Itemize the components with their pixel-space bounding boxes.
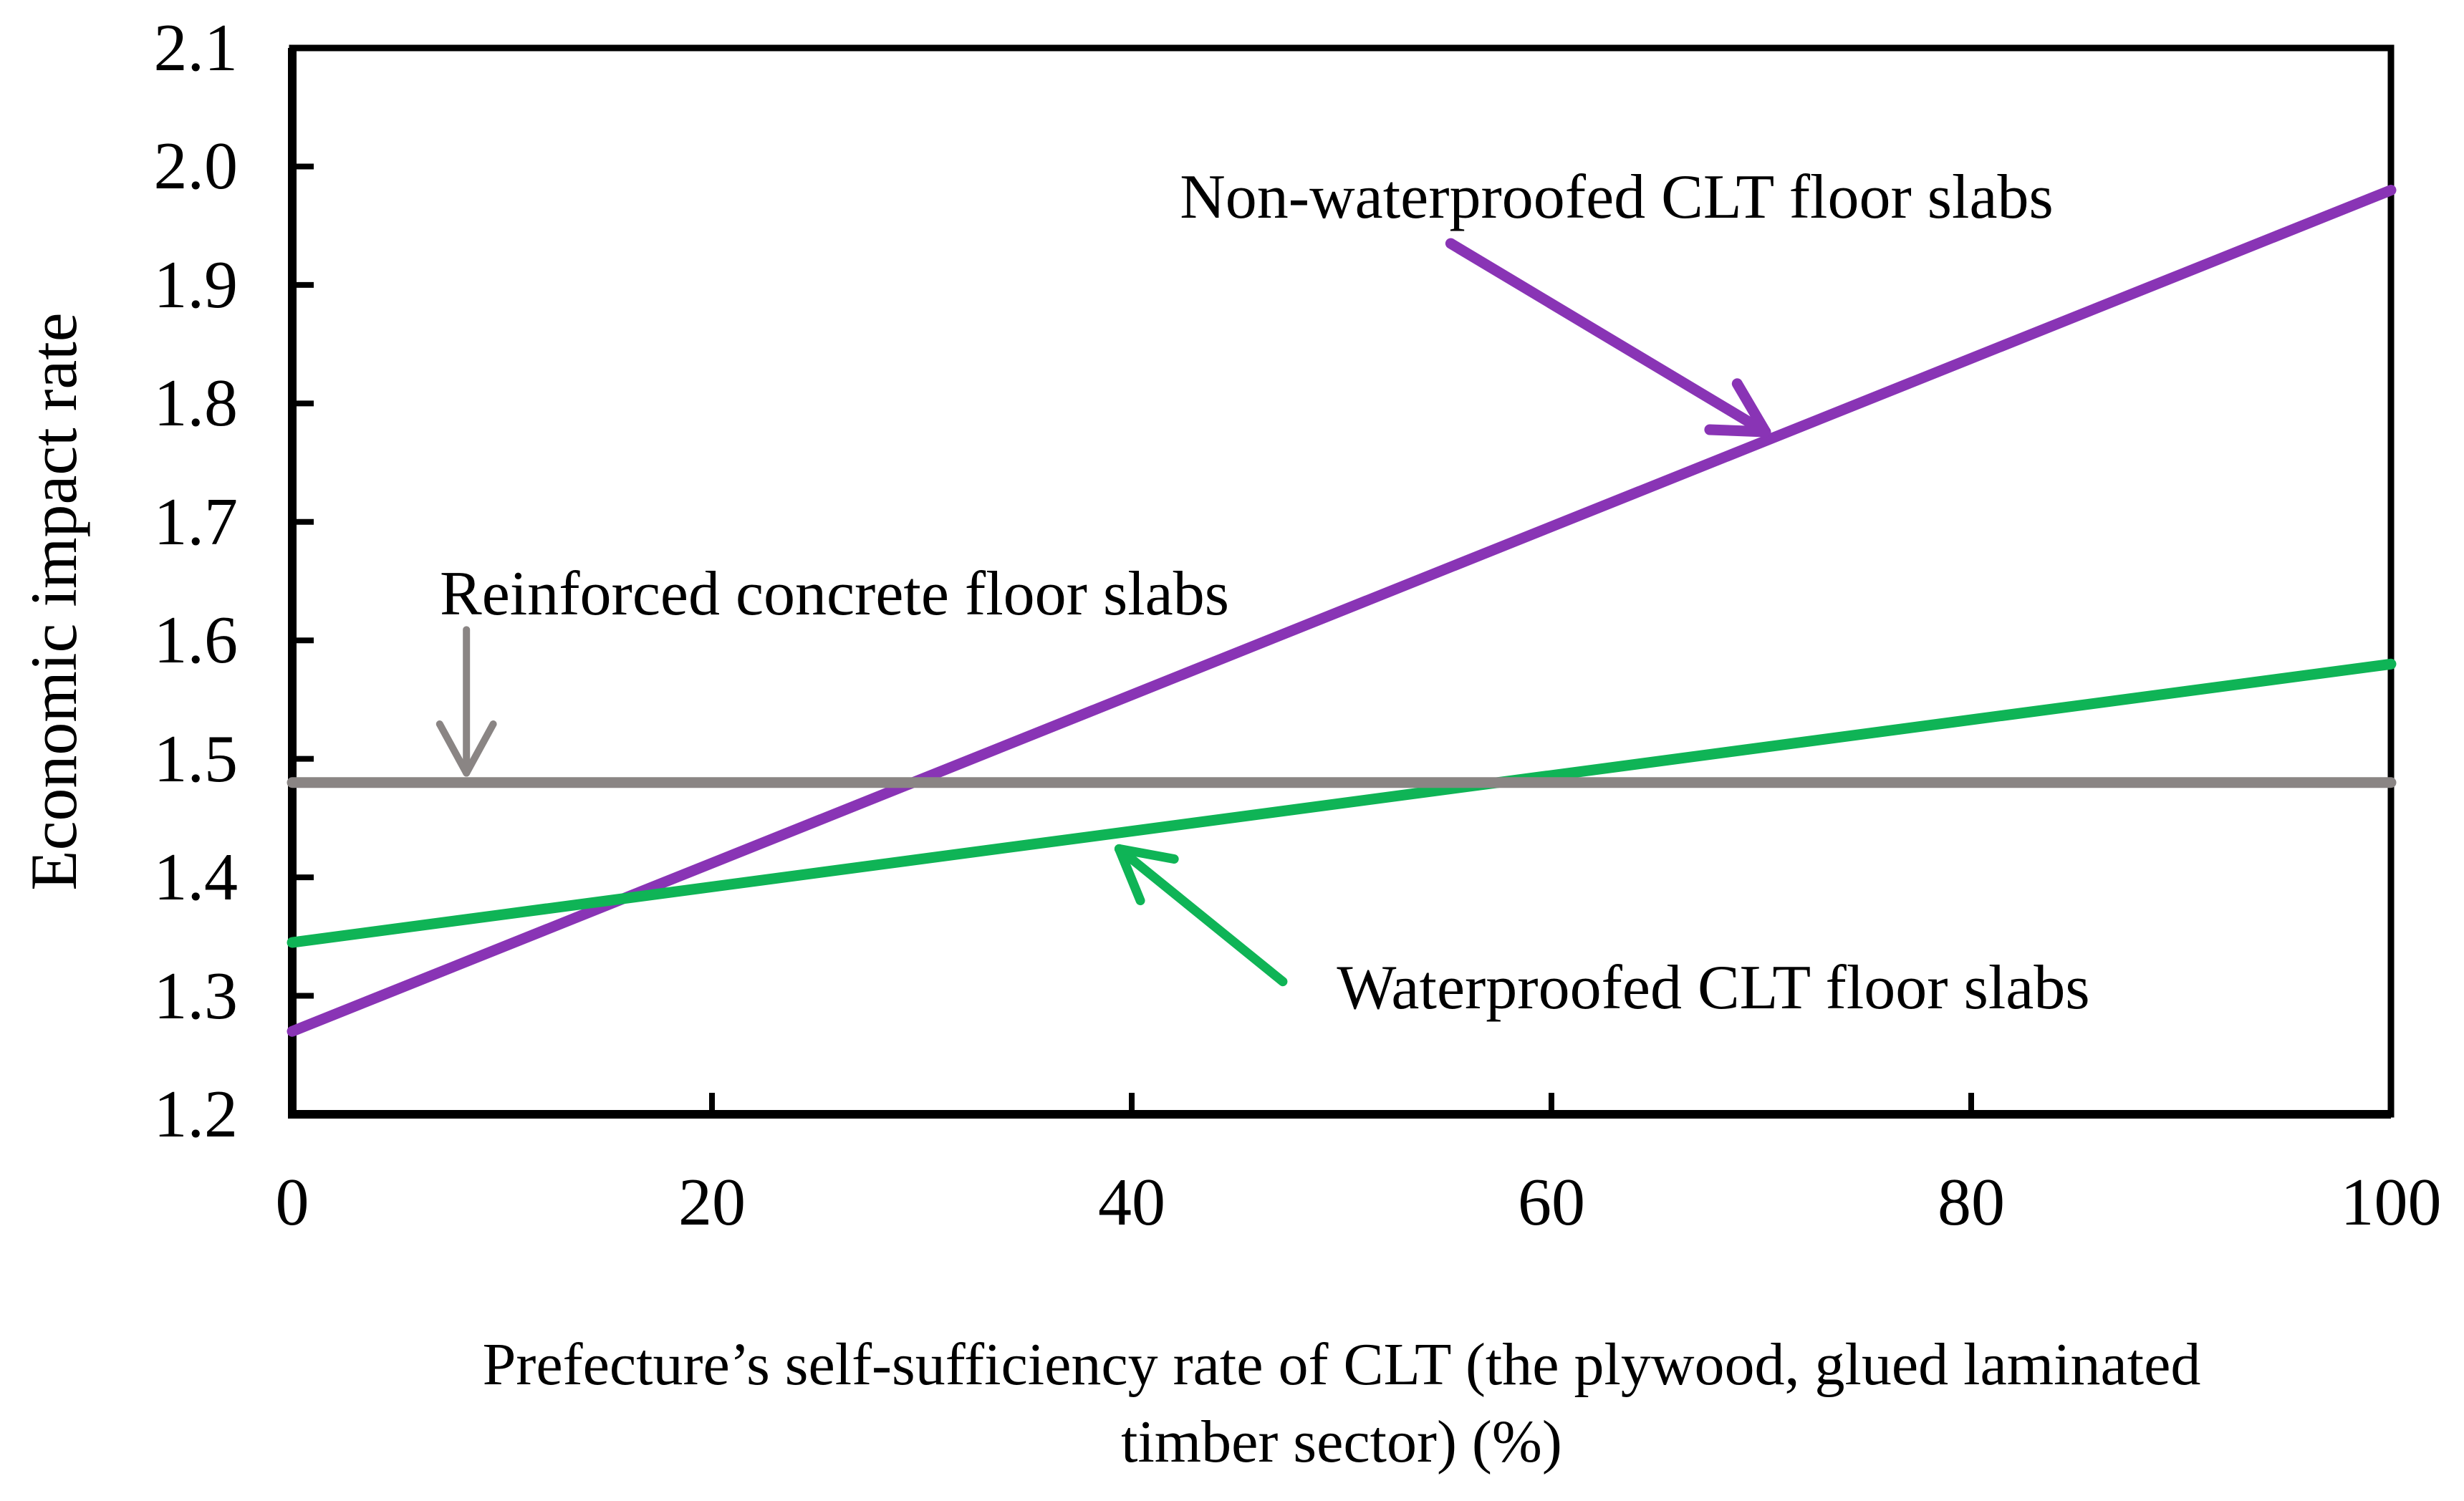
series-line-waterproofed: [287, 658, 2397, 948]
x-axis-title-line2: timber sector) (%): [1121, 1408, 1562, 1475]
y-tick-label-2.0: 2.0: [153, 129, 239, 204]
annotation-waterproofed-label: Waterproofed CLT floor slabs: [1337, 953, 2090, 1023]
x-tick-label-0: 0: [275, 1165, 309, 1240]
y-tick-label-2.1: 2.1: [153, 11, 239, 85]
annotation-arrowhead-waterproofed: [1114, 844, 1145, 906]
y-tick-label-1.3: 1.3: [153, 958, 239, 1033]
x-tick-label-60: 60: [1518, 1165, 1585, 1240]
annotation-arrowhead-non-waterproofed: [1731, 378, 1771, 438]
y-tick-label-1.9: 1.9: [153, 247, 239, 322]
y-tick-label-1.4: 1.4: [153, 840, 239, 915]
annotation-non-waterproofed-label: Non-waterproofed CLT floor slabs: [1180, 163, 2054, 232]
annotation-arrowhead-waterproofed: [1114, 844, 1179, 864]
y-tick-label-1.7: 1.7: [153, 484, 239, 559]
x-tick-label-100: 100: [2340, 1165, 2442, 1240]
y-tick-label-1.6: 1.6: [153, 603, 239, 678]
annotation-reinforced-concrete-label: Reinforced concrete floor slabs: [440, 559, 1229, 629]
x-tick-label-40: 40: [1098, 1165, 1165, 1240]
y-tick-label-1.2: 1.2: [153, 1077, 239, 1152]
x-axis-title-line1: Prefecture’s self-sufficiency rate of CL…: [482, 1331, 2201, 1398]
y-tick-label-1.5: 1.5: [153, 721, 239, 796]
x-tick-label-80: 80: [1938, 1165, 2005, 1240]
y-tick-label-1.8: 1.8: [153, 366, 239, 441]
x-tick-label-20: 20: [678, 1165, 746, 1240]
annotation-arrowhead-reinforced-concrete: [435, 720, 471, 777]
annotation-arrow-non-waterproofed: [1445, 238, 1771, 438]
annotation-arrowhead-reinforced-concrete: [463, 720, 497, 777]
annotation-arrow-waterproofed: [1114, 844, 1288, 987]
annotation-arrowhead-non-waterproofed: [1704, 424, 1771, 438]
x-axis-title: Prefecture’s self-sufficiency rate of CL…: [483, 1326, 2201, 1480]
